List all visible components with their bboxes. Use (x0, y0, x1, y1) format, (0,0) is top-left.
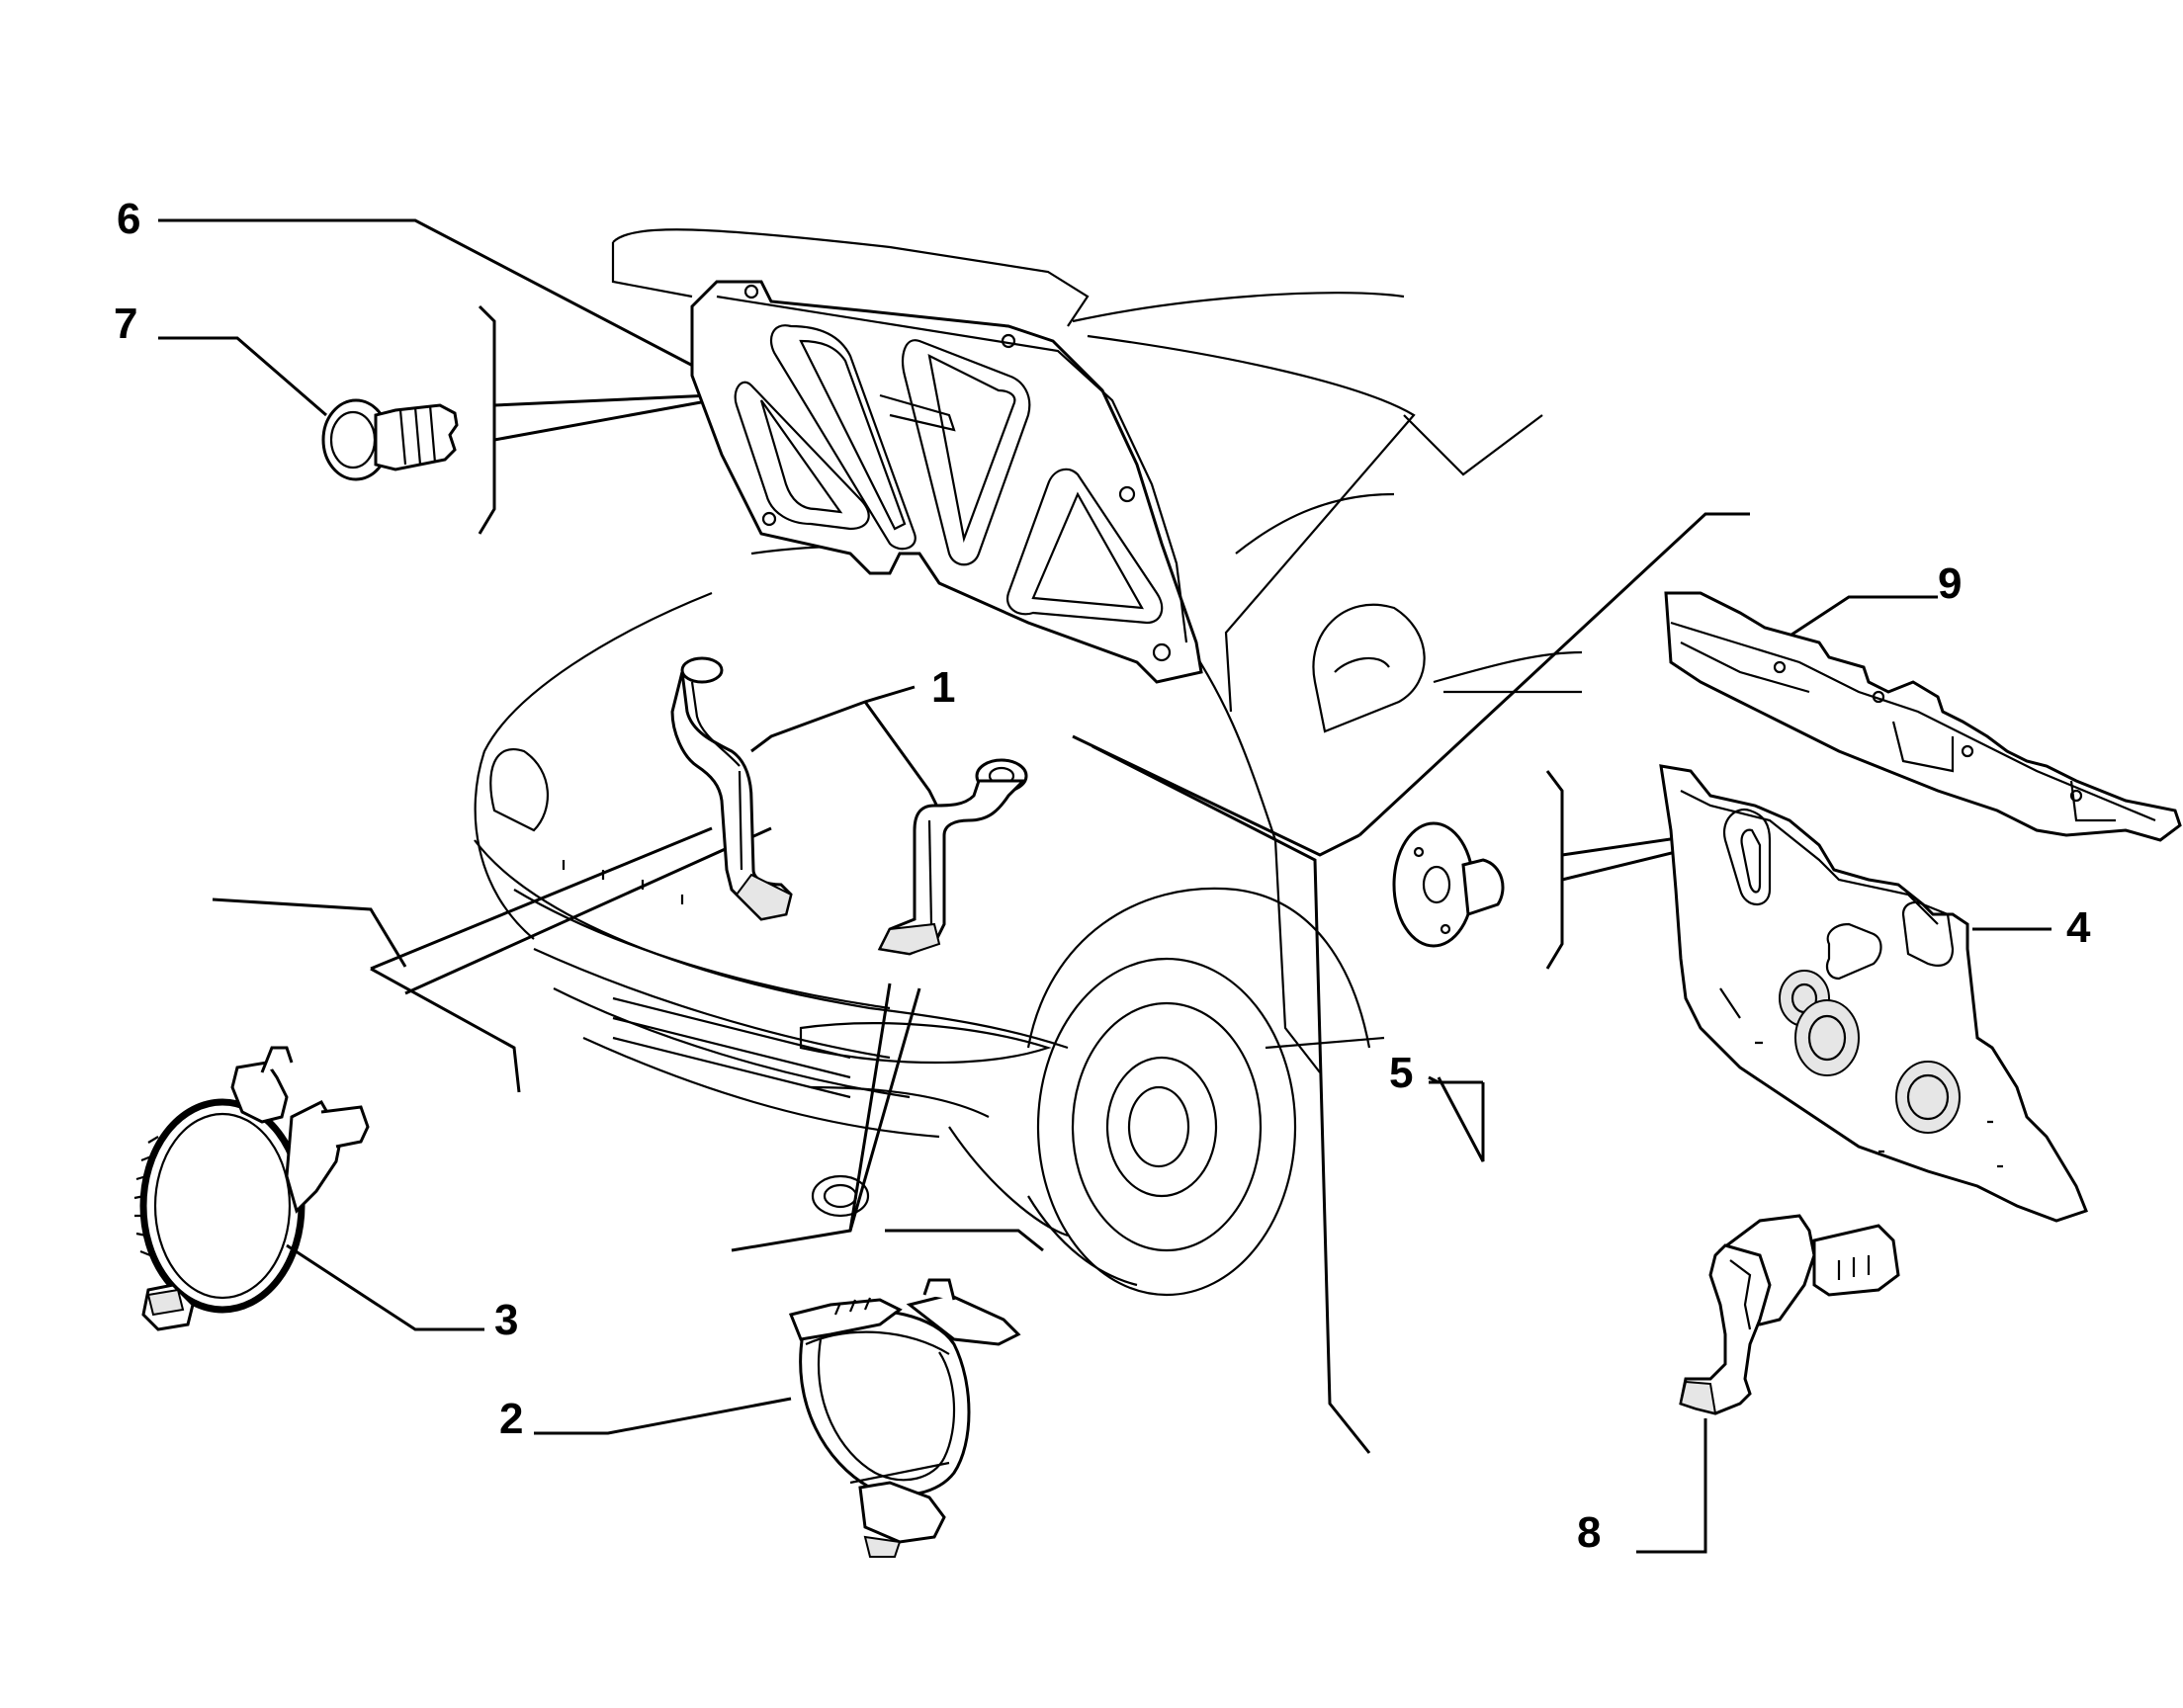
part-8-connector-clip (1679, 1214, 1900, 1415)
callout-label-7: 7 (114, 299, 137, 348)
callout-label-4: 4 (2066, 903, 2091, 952)
part-5-grommet (1392, 821, 1505, 948)
part-2-clamp (788, 1278, 1021, 1558)
callout-labels: 6 7 1 9 4 5 3 2 8 (114, 195, 2091, 1557)
callout-label-1: 1 (931, 663, 955, 712)
part-1-washer-hoses (670, 656, 1028, 956)
part-9-absorber (1664, 591, 2182, 842)
car-outline (474, 228, 1583, 1297)
part-3-clamp (133, 1046, 370, 1331)
part-4-panel (1659, 764, 2088, 1223)
callout-label-6: 6 (117, 195, 140, 243)
callout-label-8: 8 (1577, 1508, 1601, 1557)
part-6-hood-insulation (690, 280, 1203, 684)
callout-label-2: 2 (499, 1395, 523, 1443)
part-7-clip (321, 398, 459, 481)
callout-label-3: 3 (494, 1296, 518, 1344)
callout-label-9: 9 (1938, 559, 1962, 608)
callout-label-5: 5 (1389, 1049, 1413, 1097)
